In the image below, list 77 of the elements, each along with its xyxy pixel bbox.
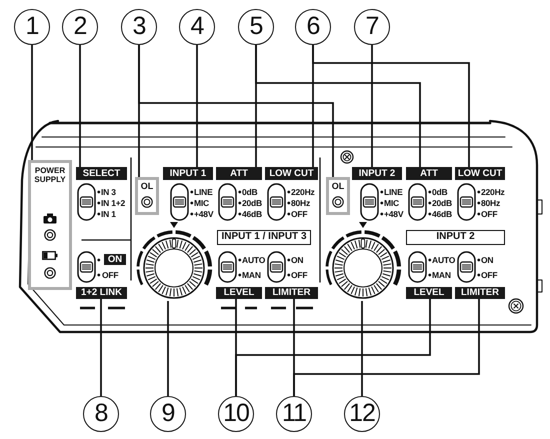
control-label: LOW CUT: [265, 167, 318, 180]
switch-position-label: IN 3: [101, 187, 116, 197]
leader-line: [361, 301, 363, 396]
rotary-knob: [323, 221, 403, 301]
callout-number: 1: [14, 9, 50, 45]
callout-number: 2: [62, 9, 98, 45]
leader-line: [100, 299, 102, 396]
leader-line: [255, 45, 421, 167]
switch-position-label: ON: [291, 255, 304, 265]
switch-position-label: 46dB: [242, 209, 262, 219]
leader-line: [167, 301, 169, 396]
switch-position-label: MAN: [432, 270, 451, 280]
control-label: ATT: [406, 167, 452, 180]
switch-position-label: LINE: [384, 187, 403, 197]
control-label: ON: [104, 254, 126, 265]
indicator-frame: [326, 177, 350, 215]
switch-position-label: AUTO: [242, 255, 266, 265]
switch-position-label: 220Hz: [481, 187, 505, 197]
section-label: INPUT 2: [406, 230, 505, 245]
callout-number: 9: [150, 396, 186, 432]
callout-number: 8: [83, 396, 119, 432]
switch-position-label: IN 1: [101, 209, 116, 219]
switch-position-label: 80Hz: [291, 198, 310, 208]
switch-position-label: 0dB: [432, 187, 448, 197]
callout-number: 11: [276, 396, 312, 432]
switch-position-label: MIC: [194, 198, 209, 208]
switch-position-label: OFF: [102, 270, 118, 280]
switch-position-label: 46dB: [432, 209, 452, 219]
callout-number: 10: [218, 396, 254, 432]
control-label: LEVEL: [216, 287, 262, 299]
callout-number: 5: [238, 9, 274, 45]
control-label: INPUT 2: [352, 167, 402, 180]
leader-line: [79, 45, 81, 167]
switch-position-label: +48V: [194, 209, 214, 219]
switch-position-label: 220Hz: [291, 187, 315, 197]
switch-position-label: 0dB: [242, 187, 258, 197]
switch-position-label: OFF: [481, 270, 498, 280]
rotary-knob: [134, 221, 214, 301]
switch-position-label: 20dB: [242, 198, 262, 208]
leader-line: [235, 299, 431, 396]
switch-position-label: 20dB: [432, 198, 452, 208]
leader-line: [138, 45, 334, 177]
switch-position-label: 80Hz: [481, 198, 500, 208]
outlined-panel: [28, 160, 72, 290]
callout-number: 6: [295, 9, 331, 45]
leader-line: [293, 299, 480, 396]
indicator-frame: [135, 177, 159, 215]
section-label: INPUT 1 / INPUT 3: [217, 230, 311, 245]
indicator-label: OL: [332, 181, 344, 192]
switch-position-label: AUTO: [432, 255, 456, 265]
switch-position-label: LINE: [194, 187, 213, 197]
control-label: LEVEL: [406, 287, 452, 299]
callout-number: 3: [121, 9, 157, 45]
switch-position-label: MIC: [384, 198, 399, 208]
switch-position-label: +48V: [384, 209, 404, 219]
control-label: LIMITER: [265, 287, 318, 299]
switch-position-label: IN 1+2: [101, 198, 126, 208]
callout-number: 7: [354, 9, 390, 45]
switch-position-label: ON: [481, 255, 494, 265]
indicator-label: OL: [140, 181, 154, 192]
control-label: LOW CUT: [455, 167, 505, 180]
control-label: INPUT 1: [163, 167, 213, 180]
switch-position-label: OFF: [481, 209, 498, 219]
switch-position-label: MAN: [242, 270, 261, 280]
control-label: 1+2 LINK: [76, 287, 127, 299]
control-label: LIMITER: [455, 287, 505, 299]
section-heading: POWER SUPPLY: [34, 166, 66, 184]
leader-line: [371, 45, 373, 167]
leader-line: [31, 45, 33, 160]
switch-position-label: OFF: [291, 209, 308, 219]
callout-number: 12: [344, 396, 380, 432]
control-label: ATT: [216, 167, 262, 180]
leader-line: [312, 45, 470, 167]
control-label: SELECT: [76, 167, 127, 180]
leader-line: [196, 45, 198, 167]
switch-position-label: OFF: [291, 270, 308, 280]
callout-number: 4: [179, 9, 215, 45]
